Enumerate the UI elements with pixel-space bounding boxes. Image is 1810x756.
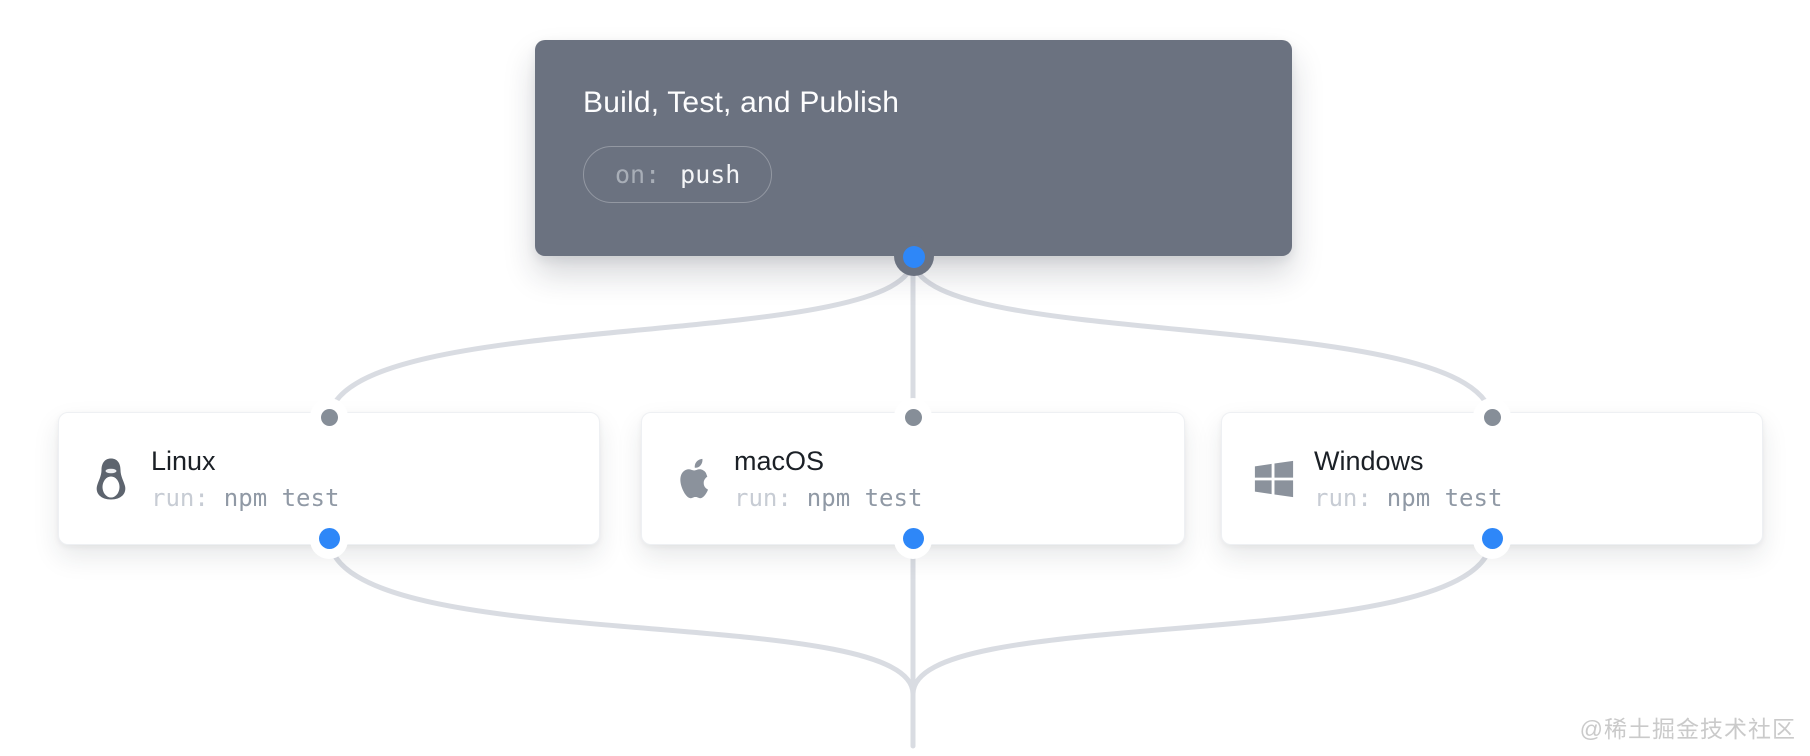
- job-title: macOS: [734, 446, 825, 477]
- job-text: Linux run: npm test: [151, 446, 339, 510]
- trigger-title: Build, Test, and Publish: [583, 86, 900, 119]
- job-node-linux[interactable]: Linux run: npm test: [58, 398, 600, 559]
- trigger-event-badge: on: push: [583, 145, 773, 203]
- job-text: macOS run: npm test: [734, 446, 922, 510]
- job-title: Linux: [151, 446, 216, 477]
- badge-key: on:: [615, 159, 661, 189]
- output-dot: [902, 528, 924, 549]
- run-key: run:: [151, 483, 209, 512]
- run-key: run:: [1314, 483, 1372, 512]
- windows-icon: [1252, 455, 1296, 503]
- job-title: Windows: [1314, 446, 1424, 477]
- edge-windows-to-next: [910, 533, 1495, 697]
- input-dot: [320, 409, 338, 426]
- apple-icon: [672, 455, 716, 503]
- trigger-node[interactable]: Build, Test, and Publish on: push: [535, 40, 1292, 276]
- edge-linux-to-next: [326, 533, 916, 697]
- edge-trigger-to-windows: [910, 255, 1495, 425]
- job-node-macos[interactable]: macOS run: npm test: [641, 398, 1185, 559]
- run-value: npm test: [806, 483, 923, 512]
- edge-trigger-to-linux: [326, 255, 916, 425]
- linux-tux-icon: [89, 455, 133, 503]
- input-dot: [1483, 409, 1501, 426]
- output-dot: [318, 528, 340, 549]
- run-value: npm test: [223, 483, 340, 512]
- job-run-step: run: npm test: [1314, 486, 1502, 510]
- job-run-step: run: npm test: [734, 486, 922, 510]
- job-node-windows[interactable]: Windows run: npm test: [1221, 398, 1763, 559]
- badge-value: push: [680, 159, 741, 189]
- job-run-step: run: npm test: [151, 486, 339, 510]
- trigger-output-dot: [902, 246, 925, 268]
- input-dot: [904, 409, 922, 426]
- watermark: @稀土掘金技术社区: [1579, 716, 1796, 742]
- job-text: Windows run: npm test: [1314, 446, 1502, 510]
- output-dot: [1481, 528, 1503, 549]
- run-value: npm test: [1386, 483, 1503, 512]
- run-key: run:: [734, 483, 792, 512]
